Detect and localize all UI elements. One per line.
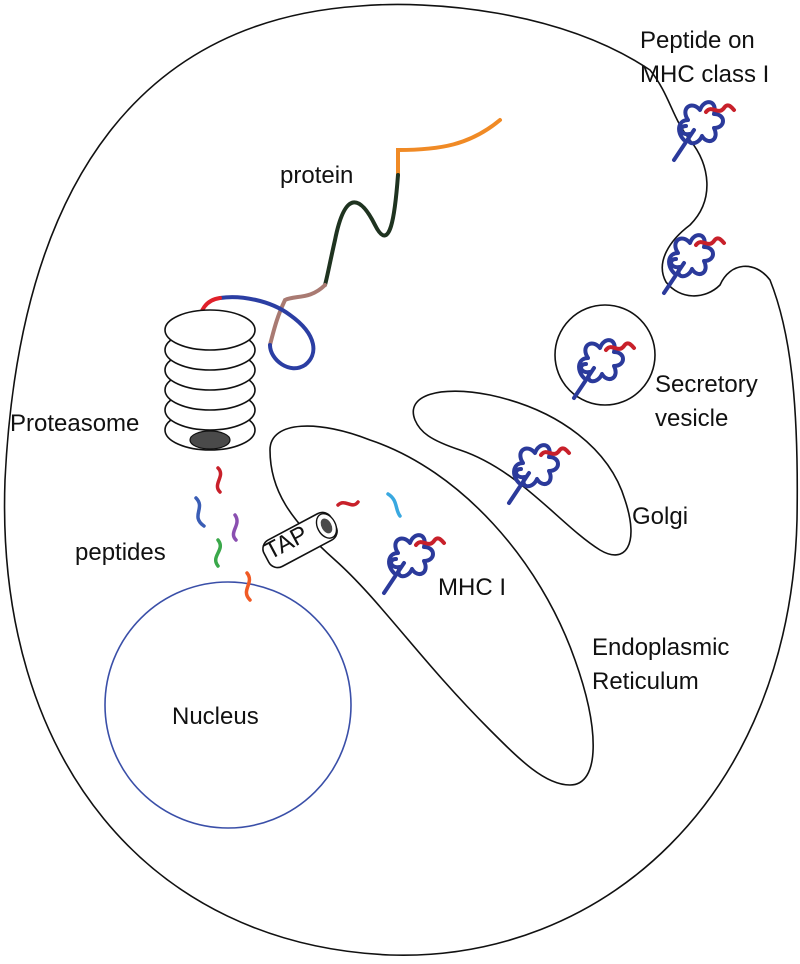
er-label-line2: Reticulum bbox=[592, 668, 699, 695]
mhc-class-i-er bbox=[382, 533, 446, 595]
nucleus-label: Nucleus bbox=[172, 703, 259, 730]
mhc-class-i-golgi bbox=[507, 443, 571, 505]
peptide-fragments bbox=[194, 466, 402, 602]
proteasome-pore bbox=[189, 430, 231, 450]
peptide-red-er bbox=[336, 500, 360, 507]
secretory-vesicle bbox=[554, 304, 656, 406]
peptides-label: peptides bbox=[75, 539, 166, 566]
proteasome-label: Proteasome bbox=[10, 410, 139, 437]
protein-chain bbox=[198, 118, 502, 371]
peptide-blue bbox=[194, 496, 206, 528]
mhc1-label: MHC I bbox=[438, 574, 506, 601]
proteasome bbox=[164, 309, 256, 451]
surface-mhc-label-line1: Peptide on bbox=[640, 27, 755, 54]
peptide-green bbox=[214, 538, 222, 568]
er-label-line1: Endoplasmic bbox=[592, 634, 729, 661]
peptide-purple bbox=[231, 513, 239, 542]
secretory-vesicle-label-line1: Secretory bbox=[655, 371, 758, 398]
golgi bbox=[412, 390, 632, 556]
mhc-class-i-vesicle bbox=[572, 338, 636, 400]
peptide-lightblue-er bbox=[386, 492, 402, 518]
secretory-vesicle-label-line2: vesicle bbox=[655, 405, 728, 432]
nucleus bbox=[104, 581, 352, 829]
cell-membrane bbox=[3, 3, 799, 956]
tap-transporter bbox=[262, 511, 338, 569]
peptide-orange bbox=[244, 571, 252, 602]
surface-mhc-label-line2: MHC class I bbox=[640, 61, 769, 88]
peptide-red bbox=[215, 466, 223, 494]
golgi-label: Golgi bbox=[632, 503, 688, 530]
mhc-class-i-membrane-lower bbox=[662, 233, 726, 295]
protein-label: protein bbox=[280, 162, 353, 189]
endoplasmic-reticulum bbox=[269, 425, 594, 786]
mhc-class-i-membrane-upper bbox=[672, 100, 736, 162]
